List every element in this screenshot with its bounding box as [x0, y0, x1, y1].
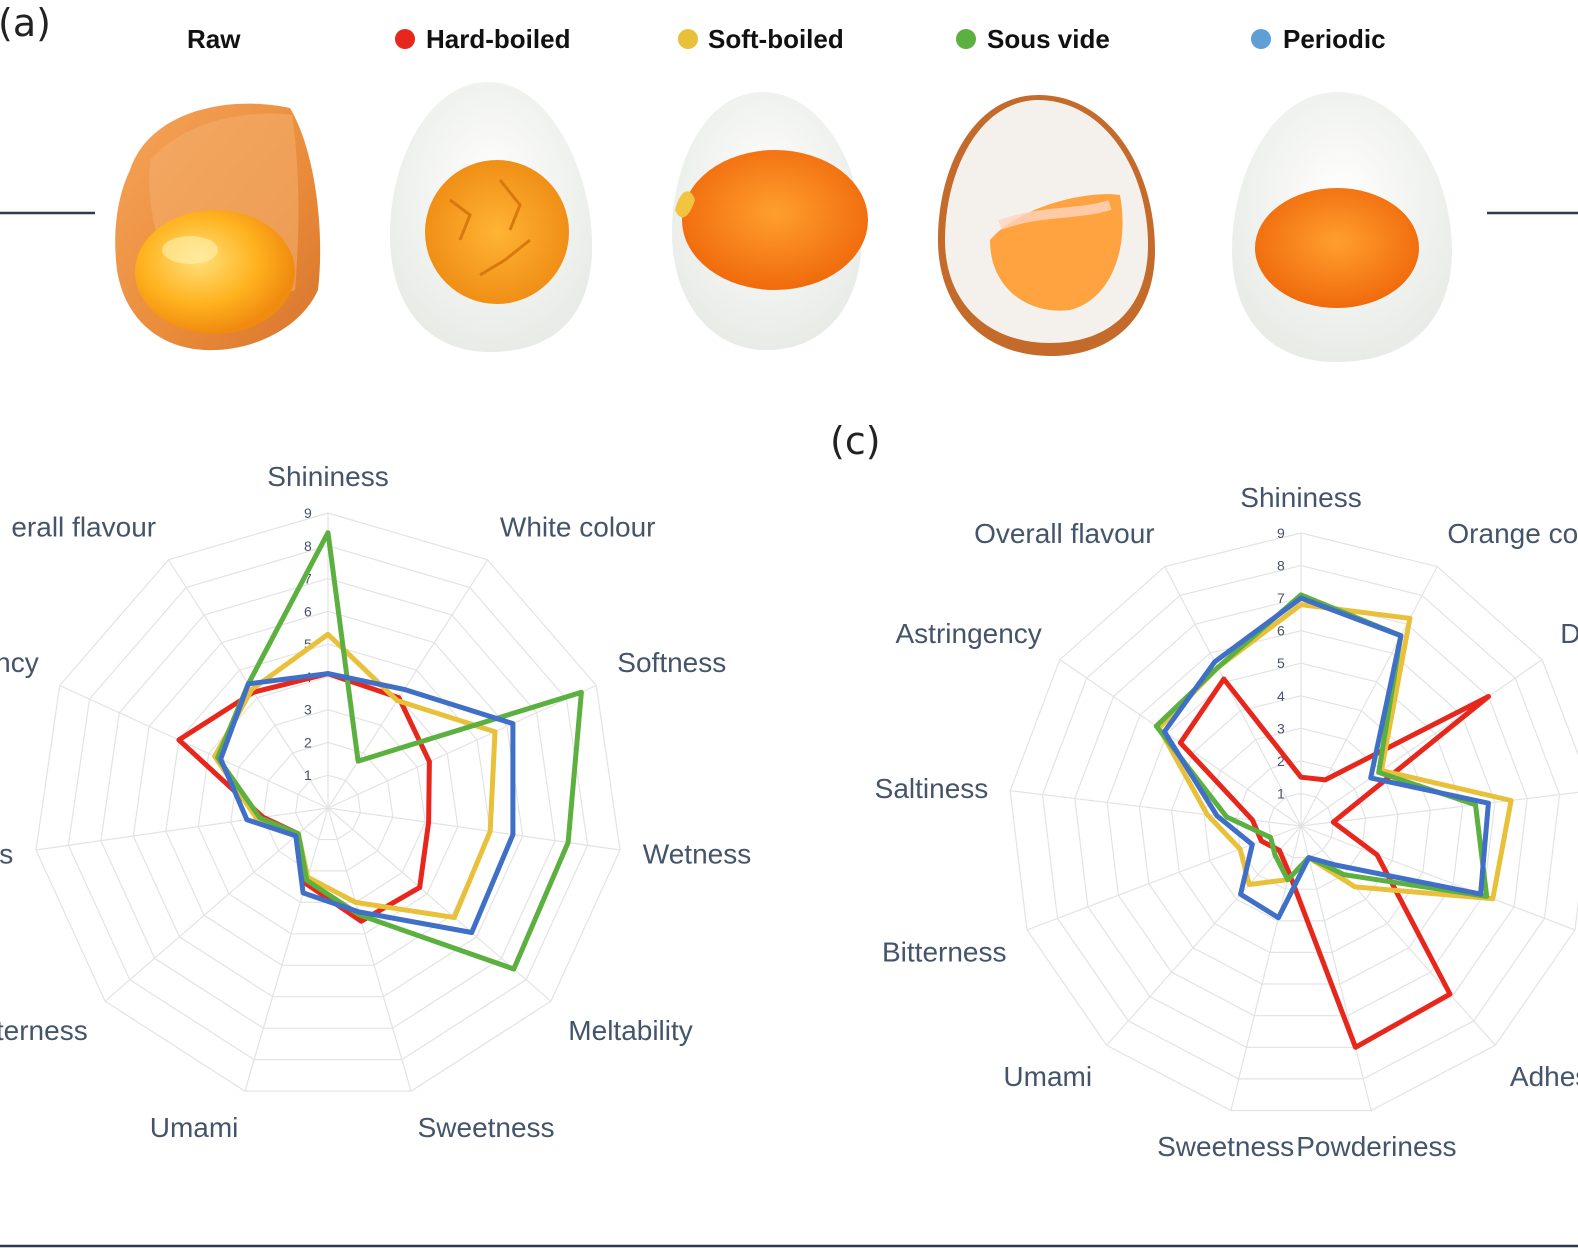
legend-label-raw: Raw: [187, 24, 241, 54]
grid-ring-7: [100, 577, 556, 1029]
axis-label: Overall flavour: [974, 518, 1155, 549]
soft-boiled-egg-photo: [672, 91, 868, 351]
grid-spoke: [1300, 566, 1438, 827]
series-line-periodic: [218, 671, 516, 935]
axis-label: Shininess: [1240, 482, 1361, 513]
grid-spoke: [327, 684, 597, 809]
series-line-hard-boiled: [1177, 676, 1491, 1050]
axis-label: Adhesiven: [1510, 1061, 1578, 1092]
grid-spoke: [1300, 791, 1578, 827]
grid-spoke: [327, 559, 489, 809]
axis-label: Sweetness: [1157, 1131, 1294, 1162]
axis-label: Sweetness: [418, 1112, 555, 1143]
axis-label: Powderiness: [1296, 1131, 1456, 1162]
legend-label-sous-vide: Sous vide: [987, 24, 1110, 54]
tick-label: 1: [1277, 785, 1285, 801]
tick-label: 8: [1277, 558, 1285, 574]
grid-spoke: [1300, 825, 1496, 1046]
grid-ring-1: [294, 774, 362, 841]
panel-label-c: (c): [830, 419, 881, 463]
axis-label: Saltiness: [875, 773, 989, 804]
legend-marker-hard-boiled: [395, 29, 415, 49]
tick-label: 2: [1277, 753, 1285, 769]
legend-marker-periodic: [1251, 29, 1271, 49]
axis-label: erall flavour: [11, 512, 156, 543]
legend-marker-soft-boiled: [678, 29, 698, 49]
axis-label: ss: [0, 838, 13, 869]
legend-label-periodic: Periodic: [1283, 24, 1386, 54]
tick-label: 9: [1277, 525, 1285, 541]
grid-ring-9: [35, 512, 621, 1092]
grid-spoke: [1300, 825, 1372, 1111]
grid-spoke: [1026, 825, 1302, 931]
grid-spoke: [59, 684, 329, 809]
tick-label: 7: [1277, 590, 1285, 606]
grid-spoke: [1300, 659, 1543, 827]
axis-label: White colour: [500, 512, 656, 543]
tick-label: 8: [304, 538, 312, 554]
tick-label: 3: [304, 702, 312, 718]
grid-spoke: [244, 807, 329, 1092]
grid-spoke: [1300, 825, 1576, 931]
grid-spoke: [35, 807, 329, 851]
grid-ring-2: [262, 741, 394, 872]
grid-spoke: [1230, 825, 1302, 1111]
grid-spoke: [1164, 566, 1302, 827]
axis-label: De: [1560, 618, 1578, 649]
grid-spoke: [327, 807, 621, 851]
series-line-soft-boiled: [1156, 602, 1514, 902]
axis-label: Bitterness: [882, 937, 1007, 968]
grid-ring-4: [197, 676, 459, 935]
grid-spoke: [104, 807, 329, 1002]
axis-label: Wetness: [643, 838, 751, 869]
grid-ring-9: [1009, 532, 1578, 1112]
tick-label: 7: [304, 571, 312, 587]
legend: Raw Hard-boiled Soft-boiled Sous vide Pe…: [187, 24, 1386, 54]
series-line-periodic: [1161, 595, 1491, 921]
panel-label-a: (a): [0, 1, 51, 45]
grid-ring-6: [1106, 630, 1496, 1017]
axis-label: Meltability: [568, 1015, 692, 1046]
axis-label: Umami: [150, 1112, 239, 1143]
grid-ring-8: [1041, 564, 1561, 1080]
grid-ring-6: [132, 610, 524, 998]
grid-ring-5: [1138, 662, 1464, 985]
hard-boiled-egg-photo: [389, 82, 593, 353]
series-line-sous-vide: [215, 530, 584, 972]
sous-vide-egg-photo: [938, 94, 1155, 356]
tick-label: 3: [1277, 720, 1285, 736]
legend-label-hard-boiled: Hard-boiled: [426, 24, 570, 54]
axis-label: Umami: [1003, 1061, 1092, 1092]
periodic-egg-photo: [1232, 91, 1452, 363]
tick-label: 5: [304, 636, 312, 652]
tick-label: 1: [304, 767, 312, 783]
grid-spoke: [327, 807, 412, 1092]
axis-label: Astringency: [896, 618, 1042, 649]
grid-ring-7: [1074, 597, 1528, 1048]
grid-ring-8: [67, 545, 589, 1061]
tick-label: 6: [304, 603, 312, 619]
tick-label: 2: [304, 734, 312, 750]
axis-label: ency: [0, 647, 39, 678]
axis-label: Orange co: [1447, 518, 1578, 549]
grid-ring-1: [1268, 792, 1334, 859]
tick-label: 6: [1277, 623, 1285, 639]
tick-label: 5: [1277, 655, 1285, 671]
axis-label: terness: [0, 1015, 88, 1046]
raw-egg-photo: [115, 103, 321, 351]
tick-label: 4: [1277, 688, 1285, 704]
axis-label: Shininess: [267, 461, 388, 492]
legend-marker-sous-vide: [956, 29, 976, 49]
axis-label: Softness: [617, 647, 726, 678]
tick-label: 9: [304, 505, 312, 521]
grid-ring-2: [1235, 760, 1367, 890]
legend-label-soft-boiled: Soft-boiled: [708, 24, 844, 54]
grid-spoke: [1106, 825, 1302, 1046]
